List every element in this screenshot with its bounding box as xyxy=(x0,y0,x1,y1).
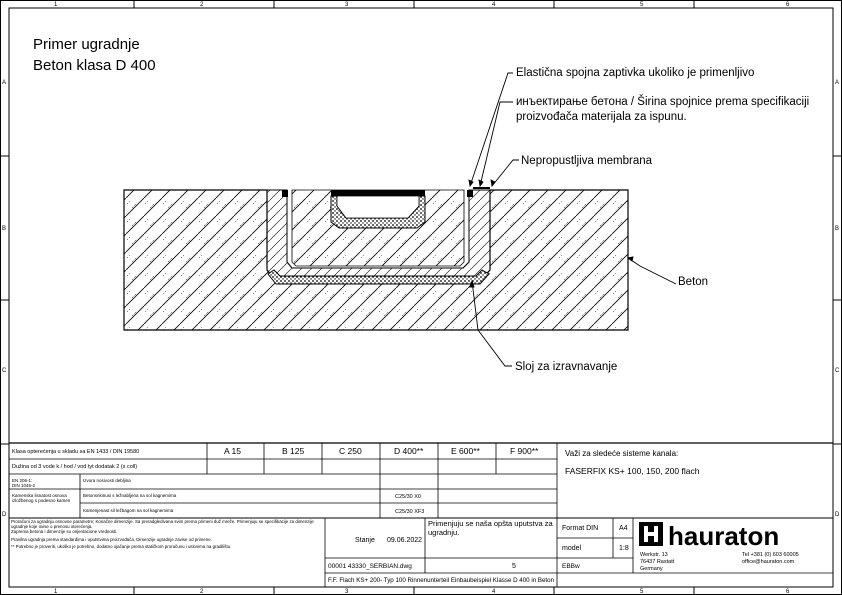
note-3: Pravilna ugradnja prema standardima i up… xyxy=(11,536,212,542)
col-number: 1 xyxy=(54,589,58,595)
row-letters-right: A B C D xyxy=(835,80,840,518)
row-label-a2: DIN 1045-2 xyxy=(12,483,36,488)
row-label-b2: izložbenog s podesno kamen xyxy=(12,498,71,503)
status-label: Stanje xyxy=(355,537,375,544)
row-letter: D xyxy=(835,512,840,518)
note-1: Proračuni za ugradnju osnovne parametre;… xyxy=(11,519,314,530)
load-class: A 15 xyxy=(224,446,241,456)
load-class: C 250 xyxy=(339,446,362,456)
address-line-2: 76437 Rastatt xyxy=(640,559,675,565)
callout-sealant: Elastična spojna zaptivka ukoliko je pri… xyxy=(516,67,754,79)
callout-injection-line-2: proizvođača materijala za ispunu. xyxy=(516,111,687,123)
row-label-a1: EN 206-1: xyxy=(12,478,32,483)
contact-phone: Tel +381 (0) 603 60005 xyxy=(742,552,799,558)
title-block xyxy=(9,442,833,587)
concrete-value-1: C25/30 X0 xyxy=(395,494,421,500)
column-numbers-top: 1 2 3 4 5 6 xyxy=(54,2,790,8)
callout-leveling-layer: Sloj za izravnavanje xyxy=(515,361,617,373)
callout-concrete: Beton xyxy=(678,276,708,288)
notes-block: Proračuni za ugradnju osnovne parametre;… xyxy=(11,519,314,549)
load-class: B 125 xyxy=(282,446,304,456)
leader-lines xyxy=(468,72,677,367)
column-numbers-bottom: 1 2 3 4 5 6 xyxy=(54,589,790,595)
status-date: 09.06.2022 xyxy=(387,537,422,544)
callout-membrane: Nepropustljiva membrana xyxy=(521,155,653,167)
format-label: Format DIN xyxy=(562,525,598,532)
note-2: Zaprema betona i dimenzije su orijentaci… xyxy=(11,529,118,535)
col-number: 6 xyxy=(786,2,790,8)
installation-instruction: Primenjuju se naša opšta uputstva za ugr… xyxy=(428,519,553,537)
address-line-1: Werkstr. 13 xyxy=(640,552,668,558)
col-number: 2 xyxy=(200,2,204,8)
col-number: 4 xyxy=(492,2,496,8)
row-c-label: Izvora nosivosti debljina xyxy=(83,478,131,483)
load-class: F 900** xyxy=(510,446,539,456)
load-class-list: A 15 B 125 C 250 D 400** E 600** F 900** xyxy=(224,446,539,456)
col-number: 1 xyxy=(54,2,58,8)
callout-injection-line-1: инъектирање бетона / Širina spojnice pre… xyxy=(516,95,809,108)
joint-seal-left xyxy=(282,190,288,197)
title-line-1: Primer ugradnje xyxy=(33,36,140,53)
systems-label: Važi za sledeće sisteme kanala: xyxy=(565,449,678,458)
title-line-2: Beton klasa D 400 xyxy=(33,57,156,74)
row-label-b1: Kamenska lisnatost osnova xyxy=(12,493,67,498)
contact-email: office@hauraton.com xyxy=(742,559,795,565)
col-number: 4 xyxy=(492,589,496,595)
row-duration: Dužina od 3 vode k / hod / vod tyt dodat… xyxy=(12,464,137,470)
row-letter: C xyxy=(2,368,7,374)
row-letter: D xyxy=(2,512,7,518)
col-number: 5 xyxy=(640,589,644,595)
row-letter: A xyxy=(835,80,839,86)
format-value: A4 xyxy=(619,525,628,532)
revision-number: 5 xyxy=(512,563,516,570)
leveling-layer xyxy=(267,269,490,285)
row-letters-left: A B C D xyxy=(2,80,7,518)
row-e-label: Kamenjenast sil ležbagom na sol kagnemim… xyxy=(83,508,174,513)
col-number: 5 xyxy=(640,2,644,8)
row-d-label: Betonsnkinusi s ležnabljena na sol kagne… xyxy=(83,493,177,498)
col-number: 3 xyxy=(345,2,349,8)
brand-name: hauraton xyxy=(668,521,779,551)
col-number: 3 xyxy=(345,589,349,595)
load-class: D 400** xyxy=(394,446,424,456)
address-line-3: Germany xyxy=(640,566,663,572)
row-letter: A xyxy=(2,80,6,86)
load-class: E 600** xyxy=(451,446,481,456)
hauraton-logo: hauraton xyxy=(639,521,779,551)
row-letter: B xyxy=(2,226,6,232)
joint-seal-right xyxy=(467,187,490,197)
grating-section xyxy=(330,190,426,229)
concrete-value-2: C25/30 XF3 xyxy=(395,509,424,515)
systems-value: FASERFIX KS+ 100, 150, 200 flach xyxy=(565,466,700,476)
editor-code: EBBw xyxy=(562,563,580,570)
note-4: ** Potrebno je proveriti, ukoliko je pot… xyxy=(11,543,232,549)
model-value: 1:8 xyxy=(619,545,629,552)
col-number: 2 xyxy=(200,589,204,595)
drawing-filename: 00001 43330_SERBIAN.dwg xyxy=(328,563,412,570)
row-letter: B xyxy=(835,226,839,232)
row-letter: C xyxy=(835,368,840,374)
col-number: 6 xyxy=(786,589,790,595)
model-label: model xyxy=(562,545,582,552)
load-classes-header: Klasa opterećenja u skladu sa EN 1433 / … xyxy=(12,449,139,455)
footer-description: F.F. Flach KS+ 200- Typ 100 Rinnenuntert… xyxy=(328,577,555,584)
